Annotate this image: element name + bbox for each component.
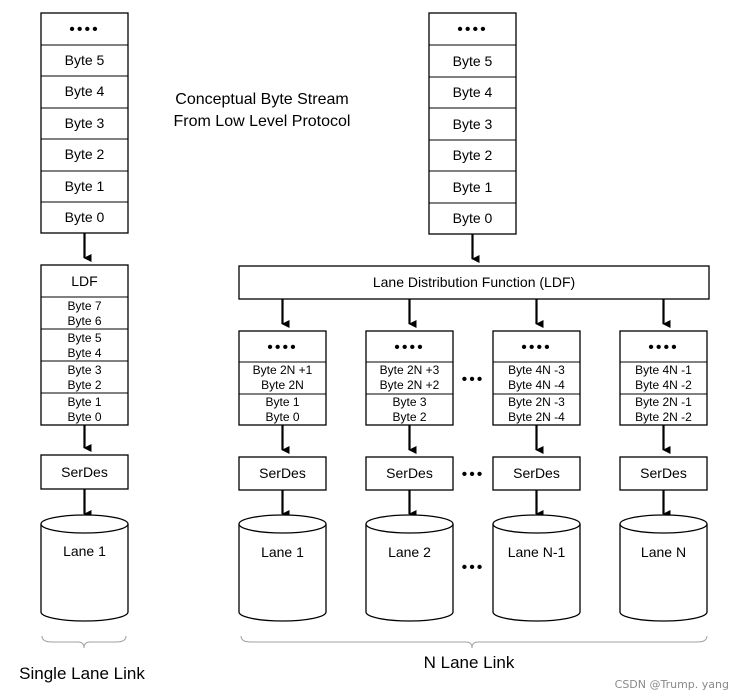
lane-label: Lane N-1 xyxy=(508,544,566,560)
lane-byte-box xyxy=(619,330,708,426)
right-stream-byte: Byte 5 xyxy=(453,53,493,69)
lane-byte: Byte 0 xyxy=(265,410,299,424)
lane-byte: Byte 3 xyxy=(392,395,426,409)
lane-byte: Byte 2N -3 xyxy=(508,395,565,409)
serdes-label: SerDes xyxy=(386,465,433,481)
left-stream-byte: Byte 2 xyxy=(65,146,105,162)
title-line-1: Conceptual Byte Stream xyxy=(175,91,348,108)
right-stream-ellipsis: •••• xyxy=(457,21,487,38)
lane-label: Lane 2 xyxy=(388,544,431,560)
left-ldf-byte: Byte 2 xyxy=(67,378,101,392)
lane-byte: Byte 2N +3 xyxy=(380,363,440,377)
lane-byte: Byte 4N -3 xyxy=(508,363,565,377)
lane-byte: Byte 2N -4 xyxy=(508,410,565,424)
more-lanes-ellipsis: ••• xyxy=(462,466,485,483)
left-ldf-byte: Byte 6 xyxy=(67,314,101,328)
serdes-box xyxy=(492,456,581,491)
right-ldf-label: Lane Distribution Function (LDF) xyxy=(373,274,575,290)
left-stream-byte: Byte 5 xyxy=(65,52,105,68)
more-lanes-ellipsis: ••• xyxy=(462,559,485,576)
right-stream-byte: Byte 4 xyxy=(453,84,493,100)
left-stream-ellipsis: •••• xyxy=(69,21,99,38)
serdes-label: SerDes xyxy=(513,465,560,481)
lane-ellipsis: •••• xyxy=(648,339,678,356)
more-lanes-ellipsis: ••• xyxy=(462,371,485,388)
left-serdes-label: SerDes xyxy=(61,464,108,480)
lane-byte: Byte 2 xyxy=(392,410,426,424)
left-stream-byte: Byte 4 xyxy=(65,83,105,99)
left-ldf-box xyxy=(40,264,129,426)
left-byte-stream: •••• Byte 5 Byte 4 Byte 3 Byte 2 Byte 1 … xyxy=(40,12,129,234)
left-ldf-byte: Byte 3 xyxy=(67,363,101,377)
left-ldf-byte: Byte 7 xyxy=(67,299,101,313)
right-byte-stream: •••• Byte 5 Byte 4 Byte 3 Byte 2 Byte 1 … xyxy=(428,12,517,235)
left-caption: Single Lane Link xyxy=(19,664,145,683)
lane-byte: Byte 2N -1 xyxy=(635,395,692,409)
lane-byte: Byte 4N -4 xyxy=(508,378,565,392)
right-caption: N Lane Link xyxy=(424,653,515,672)
left-stream-byte: Byte 0 xyxy=(65,209,105,225)
lane-label: Lane N xyxy=(641,544,686,560)
right-ldf-box xyxy=(238,265,710,300)
left-ldf-byte: Byte 0 xyxy=(67,410,101,424)
lane-byte: Byte 2N +1 xyxy=(253,363,313,377)
serdes-label: SerDes xyxy=(259,465,306,481)
title-line-2: From Low Level Protocol xyxy=(174,113,351,130)
lane-byte: Byte 4N -1 xyxy=(635,363,692,377)
left-ldf-byte: Byte 4 xyxy=(67,346,101,360)
left-brace xyxy=(41,635,127,649)
lane-byte: Byte 4N -2 xyxy=(635,378,692,392)
left-lane-label: Lane 1 xyxy=(63,543,106,559)
left-lane-cylinder: Lane 1 xyxy=(40,514,129,622)
left-ldf-label: LDF xyxy=(71,273,97,289)
serdes-box xyxy=(619,456,708,491)
lane-column: •••• Byte 2N +3 Byte 2N +2 Byte 3 Byte 2… xyxy=(365,299,454,622)
left-stream-box xyxy=(40,12,129,234)
lane-byte: Byte 2N xyxy=(261,378,304,392)
serdes-box xyxy=(238,456,327,491)
left-ldf-byte: Byte 5 xyxy=(67,331,101,345)
lane-column: •••• Byte 4N -1 Byte 4N -2 Byte 2N -1 By… xyxy=(619,299,708,622)
lane-byte-box xyxy=(492,330,581,426)
serdes-label: SerDes xyxy=(640,465,687,481)
right-stream-byte: Byte 2 xyxy=(453,147,493,163)
lane-byte: Byte 2N +2 xyxy=(380,378,440,392)
left-ldf: LDF Byte 7 Byte 6 Byte 5 Byte 4 Byte 3 B… xyxy=(40,264,129,426)
lane-byte: Byte 1 xyxy=(265,395,299,409)
serdes-box xyxy=(365,456,454,491)
watermark: CSDN @Trump. yang xyxy=(615,678,729,691)
right-stream-byte: Byte 0 xyxy=(453,210,493,226)
left-ldf-byte: Byte 1 xyxy=(67,395,101,409)
left-stream-byte: Byte 3 xyxy=(65,115,105,131)
lane-label: Lane 1 xyxy=(261,544,304,560)
lane-column: •••• Byte 4N -3 Byte 4N -4 Byte 2N -3 By… xyxy=(492,299,581,622)
right-brace xyxy=(240,635,708,649)
lane-byte: Byte 2N -2 xyxy=(635,410,692,424)
lane-ellipsis: •••• xyxy=(394,339,424,356)
lane-byte-box xyxy=(365,330,454,426)
right-stream-byte: Byte 1 xyxy=(453,179,493,195)
lane-column: •••• Byte 2N +1 Byte 2N Byte 1 Byte 0 Se… xyxy=(238,299,327,622)
lane-ellipsis: •••• xyxy=(521,339,551,356)
left-stream-byte: Byte 1 xyxy=(65,178,105,194)
right-stream-byte: Byte 3 xyxy=(453,116,493,132)
lane-ellipsis: •••• xyxy=(267,339,297,356)
